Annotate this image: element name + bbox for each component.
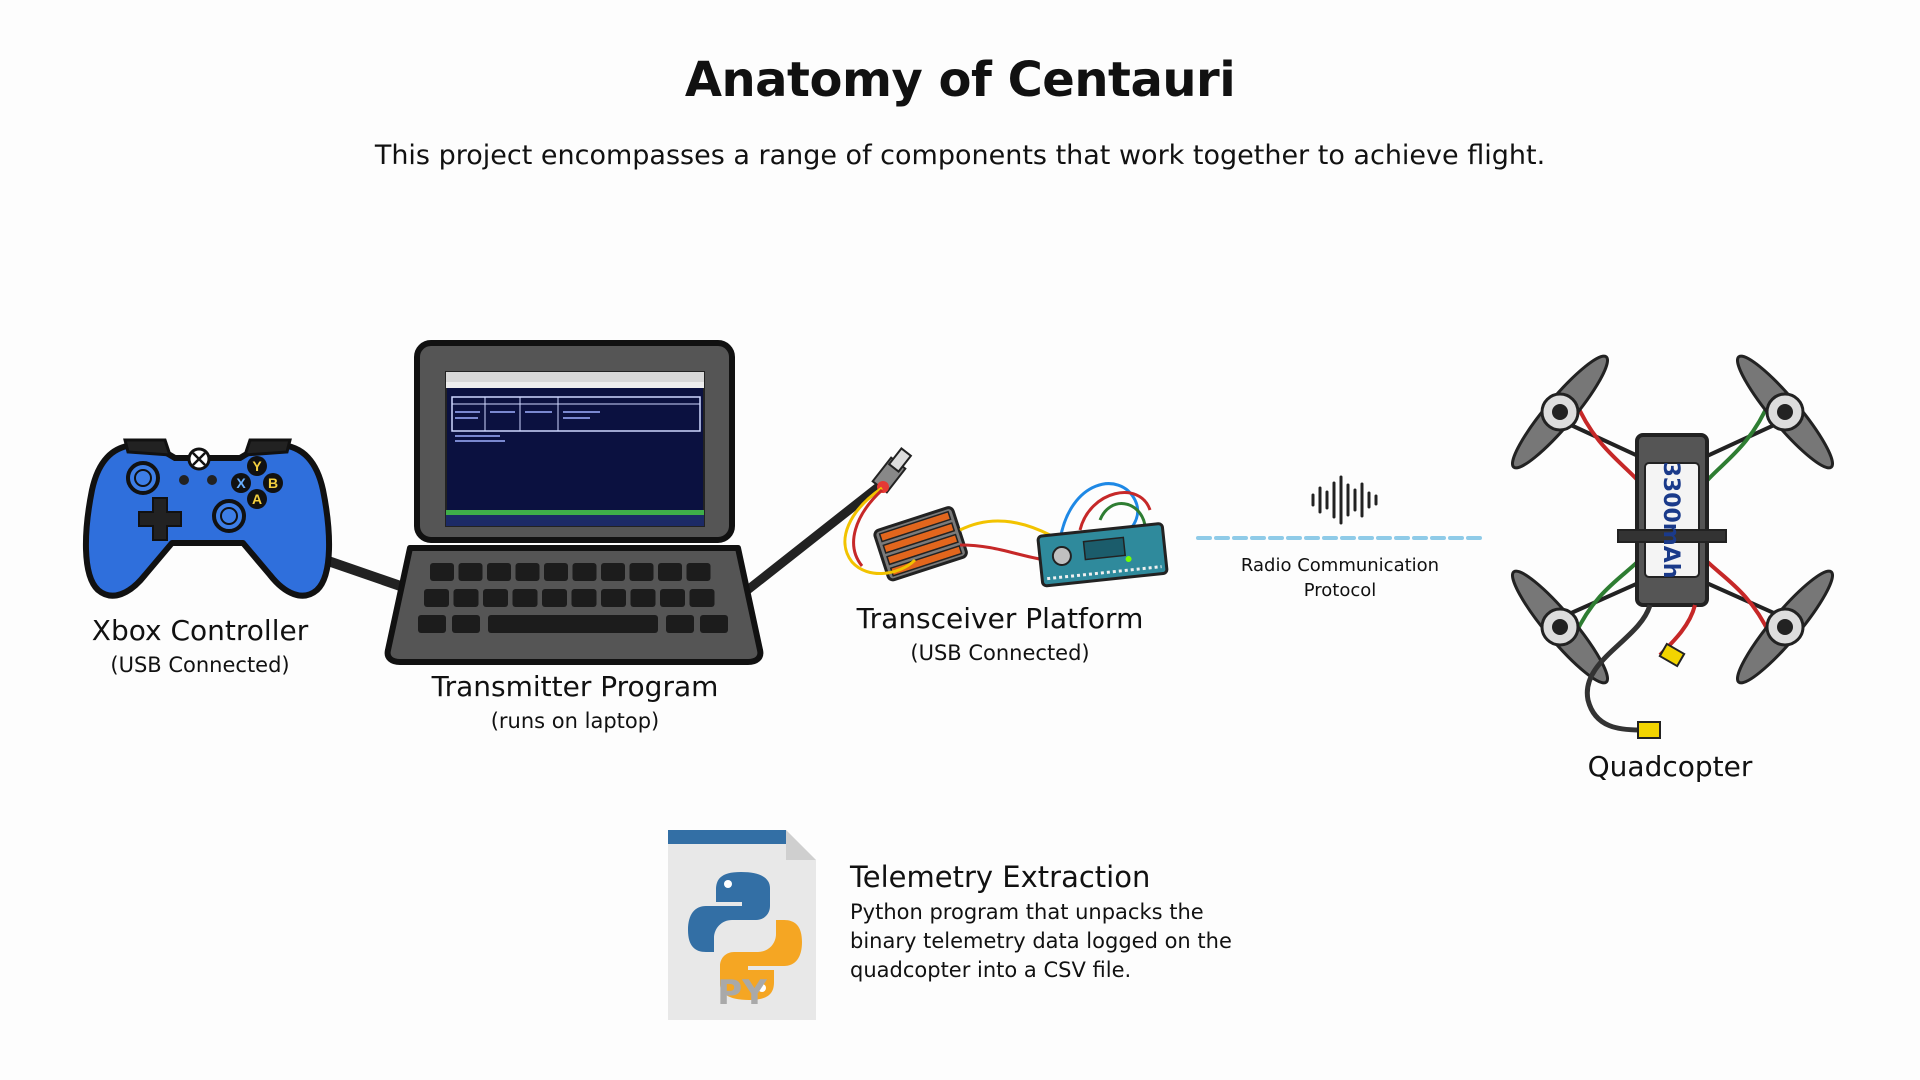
keyboard-key [452,615,480,633]
keyboard-key [686,563,711,581]
circuit-board-icon [843,482,1169,588]
keyboard-key [571,589,597,607]
page-subtitle: This project encompasses a range of comp… [374,140,1546,171]
keyboard-key [689,589,715,607]
transmitter-sublabel: (runs on laptop) [490,709,660,733]
quadcopter-caption: Quadcopter [1570,750,1770,783]
telemetry-title: Telemetry Extraction [850,860,1151,894]
button-y-label: Y [252,458,262,474]
page-title: Anatomy of Centauri [684,52,1236,108]
transceiver-caption: Transceiver Platform (USB Connected) [840,602,1160,665]
keyboard-key [629,563,654,581]
controller-sublabel: (USB Connected) [110,653,290,677]
keyboard-key [512,589,538,607]
keyboard-key [700,615,728,633]
transceiver-label: Transceiver Platform [856,602,1144,635]
transceiver-sublabel: (USB Connected) [910,641,1090,665]
keyboard-key [601,589,626,607]
keyboard-key [453,589,479,607]
keyboard-key [430,563,454,581]
keyboard [418,563,728,633]
keyboard-key [488,615,658,633]
keyboard-key [542,589,567,607]
controller-caption: Xbox Controller (USB Connected) [50,614,350,677]
radio-label-line1: Radio Communication [1240,555,1440,576]
transmitter-label: Transmitter Program [431,670,719,703]
python-file-icon: PY [668,830,816,1020]
controller-label: Xbox Controller [91,614,309,647]
keyboard-key [487,563,511,581]
keyboard-key [418,615,446,633]
file-badge: PY [717,973,767,1013]
sound-wave-icon [1311,475,1378,525]
keyboard-key [658,563,682,581]
keyboard-key [483,589,508,607]
laptop-icon [384,340,764,665]
transmitter-caption: Transmitter Program (runs on laptop) [400,670,750,733]
keyboard-key [660,589,685,607]
radio-caption: Radio Communication Protocol [1220,553,1460,603]
keyboard-key [424,589,449,607]
quadcopter-label: Quadcopter [1587,750,1753,783]
button-a-label: A [252,491,262,507]
keyboard-key [630,589,656,607]
radio-label-line2: Protocol [1303,580,1377,601]
keyboard-key [458,563,483,581]
keyboard-key [601,563,625,581]
keyboard-key [544,563,568,581]
button-x-label: X [236,475,246,491]
gamepad-icon: Y B X A [82,438,333,599]
battery-capacity-label: 3300mAh [1658,462,1683,579]
keyboard-key [666,615,694,633]
telemetry-description: Python program that unpacks the binary t… [850,900,1232,982]
usb-cable-laptop-transceiver [740,447,913,597]
button-b-label: B [268,475,278,491]
keyboard-key [572,563,597,581]
drone-icon: 3300mAh [1510,354,1835,739]
keyboard-key [515,563,540,581]
